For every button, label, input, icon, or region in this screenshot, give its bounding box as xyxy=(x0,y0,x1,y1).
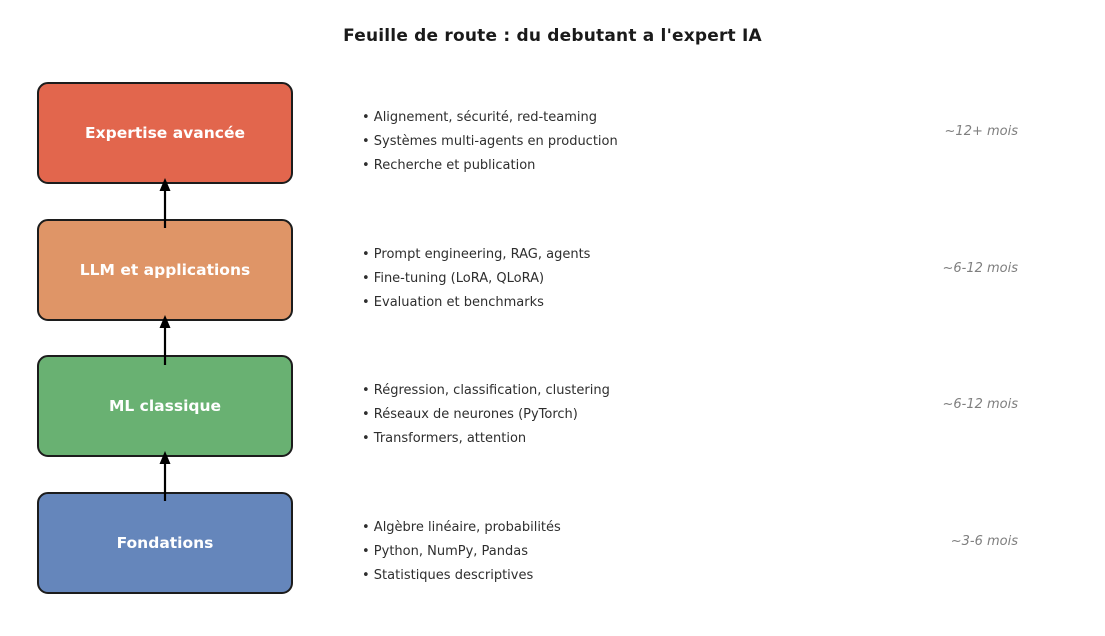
bullet-item: • Evaluation et benchmarks xyxy=(362,295,544,310)
bullet-item: • Transformers, attention xyxy=(362,431,527,446)
duration-label: ~6-12 mois xyxy=(942,261,1018,276)
bullet-item: • Fine-tuning (LoRA, QLoRA) xyxy=(362,271,545,286)
page-title: Feuille de route : du debutant a l'exper… xyxy=(343,26,762,46)
bullet-item: • Prompt engineering, RAG, agents xyxy=(362,247,591,262)
up-arrow-icon xyxy=(159,451,171,501)
level-box-llm-applications: LLM et applications xyxy=(37,219,293,321)
level-label: Expertise avancée xyxy=(85,124,245,142)
bullet-item: • Statistiques descriptives xyxy=(362,568,534,583)
level-label: LLM et applications xyxy=(79,261,251,279)
bullet-item: • Réseaux de neurones (PyTorch) xyxy=(362,407,578,422)
bullet-item: • Alignement, sécurité, red-teaming xyxy=(362,110,597,125)
duration-label: ~12+ mois xyxy=(944,124,1018,139)
bullet-item: • Recherche et publication xyxy=(362,158,536,173)
duration-label: ~3-6 mois xyxy=(950,534,1018,549)
level-label: Fondations xyxy=(116,534,214,552)
bullet-item: • Algèbre linéaire, probabilités xyxy=(362,520,561,535)
level-bullets: • Algèbre linéaire, probabilités • Pytho… xyxy=(362,516,792,588)
level-box-fondations: Fondations xyxy=(37,492,293,594)
level-box-ml-classique: ML classique xyxy=(37,355,293,457)
up-arrow-icon xyxy=(159,178,171,228)
duration-label: ~6-12 mois xyxy=(942,397,1018,412)
bullet-item: • Systèmes multi-agents en production xyxy=(362,134,618,149)
up-arrow-icon xyxy=(159,315,171,365)
level-bullets: • Prompt engineering, RAG, agents • Fine… xyxy=(362,243,792,315)
level-box-expertise-avancee: Expertise avancée xyxy=(37,82,293,184)
bullet-item: • Régression, classification, clustering xyxy=(362,383,610,398)
bullet-item: • Python, NumPy, Pandas xyxy=(362,544,529,559)
level-bullets: • Régression, classification, clustering… xyxy=(362,379,792,451)
level-bullets: • Alignement, sécurité, red-teaming • Sy… xyxy=(362,106,792,178)
level-label: ML classique xyxy=(108,397,222,415)
